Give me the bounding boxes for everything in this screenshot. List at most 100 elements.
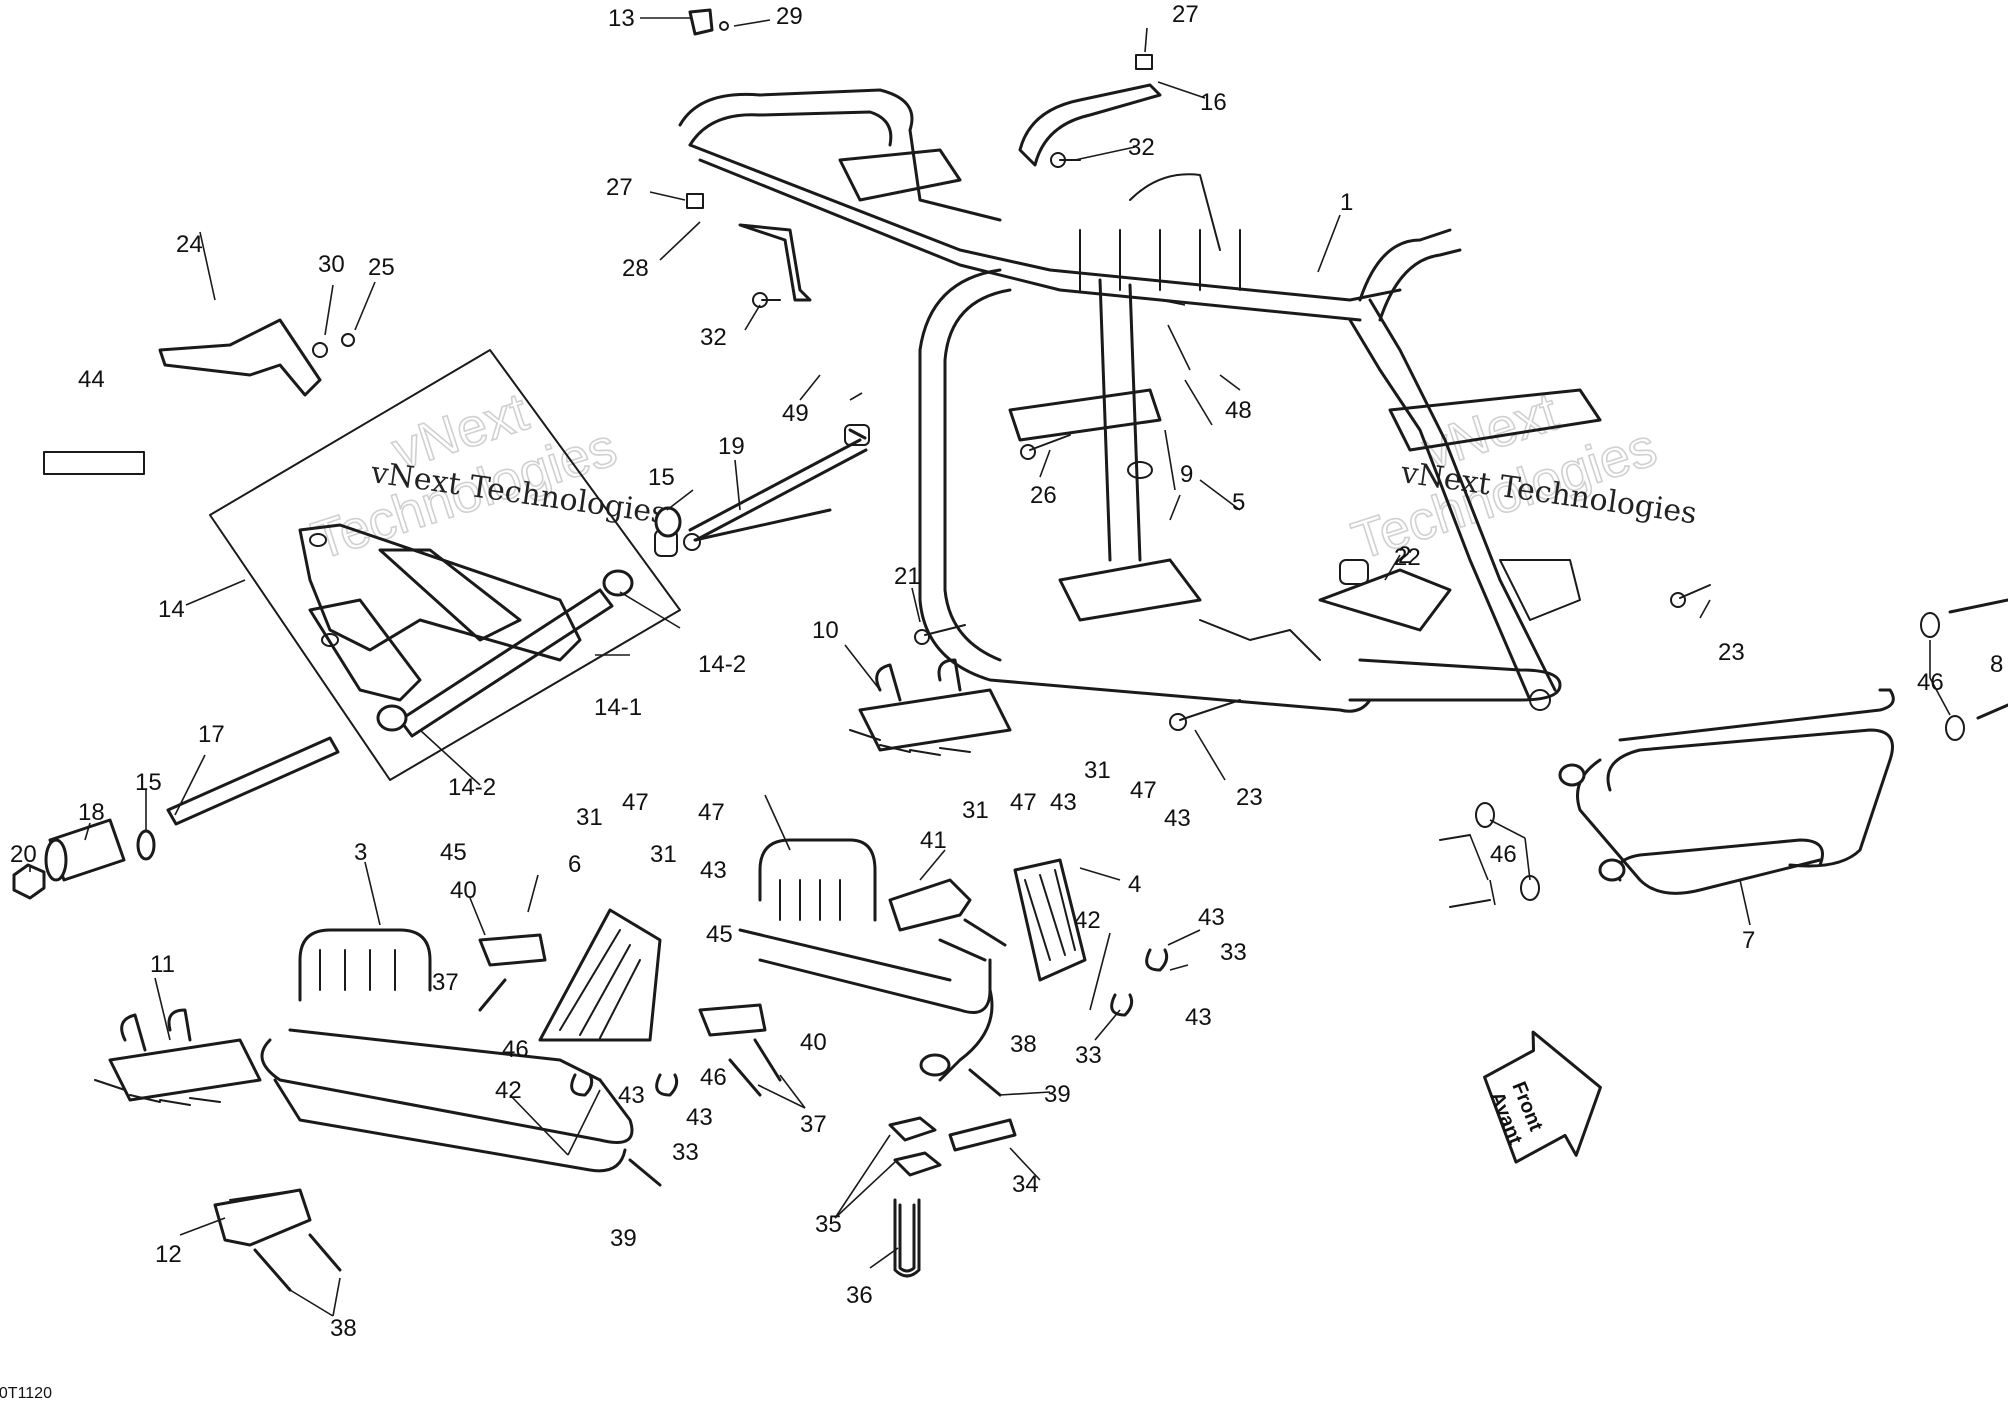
- nerf-bar-2: [738, 838, 994, 1082]
- callout-11: 11: [150, 951, 175, 978]
- callout-36: 36: [846, 1282, 873, 1309]
- bolt-39-a: [628, 1158, 662, 1187]
- clip-35-upper: [888, 1116, 937, 1142]
- callout-43-c: 43: [700, 857, 727, 884]
- bushing-27-top: [1135, 54, 1153, 70]
- callout-38-b: 38: [330, 1315, 357, 1342]
- callout-14-2-bottom: 14-2: [448, 774, 496, 801]
- callout-42-a: 42: [1074, 907, 1101, 934]
- callout-21: 21: [894, 563, 921, 590]
- callout-29: 29: [776, 3, 803, 30]
- label-44: [43, 451, 145, 475]
- callout-43-b: 43: [1050, 789, 1077, 816]
- callout-7: 7: [1742, 927, 1755, 954]
- callout-23-right: 23: [1718, 639, 1745, 666]
- callout-27-left: 27: [606, 174, 633, 201]
- callout-23-center: 23: [1236, 784, 1263, 811]
- bolt-38-d: [308, 1233, 342, 1272]
- footrest-10: [849, 658, 1012, 756]
- watermark-left: vNext Technologies vNext Technologies: [304, 381, 669, 572]
- callout-12: 12: [155, 1241, 182, 1268]
- callout-16: 16: [1200, 89, 1227, 116]
- callout-46-d: 46: [700, 1064, 727, 1091]
- callout-46-a: 46: [1490, 841, 1517, 868]
- callout-37-b: 37: [800, 1111, 827, 1138]
- callout-25: 25: [368, 254, 395, 281]
- callout-labels: 1 2 3 4 5 6 7 8 9 10 11 12 13 14 14-1 14…: [10, 1, 2003, 1342]
- bracket-40-left: [478, 933, 547, 967]
- callout-6: 6: [568, 851, 581, 878]
- bolt-38-b: [963, 918, 1007, 947]
- footpeg-12: [213, 1188, 312, 1247]
- heel-guard-4: [1013, 858, 1087, 982]
- callout-17: 17: [198, 721, 225, 748]
- nerf-bar-3: [260, 928, 634, 1173]
- pin-36: [893, 1198, 921, 1278]
- callout-14-1: 14-1: [594, 694, 642, 721]
- clip-33-c: [1145, 948, 1169, 972]
- callout-47-c: 47: [1010, 789, 1037, 816]
- callout-28: 28: [622, 255, 649, 282]
- callout-34: 34: [1012, 1171, 1039, 1198]
- callout-15-upper: 15: [648, 464, 675, 491]
- callout-13: 13: [608, 5, 635, 32]
- callout-31-b: 31: [650, 841, 677, 868]
- callout-39-a: 39: [1044, 1081, 1071, 1108]
- callout-46-b: 46: [1917, 669, 1944, 696]
- callout-31-c: 31: [962, 797, 989, 824]
- callout-27-top: 27: [1172, 1, 1199, 28]
- callout-43-d: 43: [1198, 904, 1225, 931]
- swingarm-box: [209, 349, 681, 781]
- callout-48: 48: [1225, 397, 1252, 424]
- tube-17: [166, 736, 340, 826]
- callout-5: 5: [1232, 489, 1245, 516]
- clip-13: [688, 8, 714, 36]
- callout-47-d: 47: [1130, 777, 1157, 804]
- callout-15-lower: 15: [135, 769, 162, 796]
- bracket-40-right: [698, 1003, 767, 1037]
- callout-30: 30: [318, 251, 345, 278]
- callout-47-a: 47: [622, 789, 649, 816]
- callout-40-b: 40: [800, 1029, 827, 1056]
- callout-2: 2: [1398, 542, 1411, 569]
- callout-43-e: 43: [1185, 1004, 1212, 1031]
- callout-4: 4: [1128, 871, 1141, 898]
- callout-33-b: 33: [1220, 939, 1247, 966]
- callout-8: 8: [1990, 651, 2003, 678]
- callout-24: 24: [176, 231, 203, 258]
- leader-lines: [29, 17, 1951, 1317]
- callout-33-a: 33: [672, 1139, 699, 1166]
- clip-33-b: [655, 1073, 679, 1097]
- bolt-25: [341, 333, 355, 347]
- callout-31-d: 31: [1084, 757, 1111, 784]
- callout-31-a: 31: [576, 804, 603, 831]
- bolt-37-b: [728, 1058, 762, 1097]
- bushing-27-left: [686, 193, 704, 209]
- bracket-24: [158, 318, 322, 397]
- callout-26: 26: [1030, 482, 1057, 509]
- callout-49: 49: [782, 400, 809, 427]
- footrest-11: [94, 1008, 262, 1106]
- callout-14-2-right: 14-2: [698, 651, 746, 678]
- callout-37-a: 37: [432, 969, 459, 996]
- callout-38-a: 38: [1010, 1031, 1037, 1058]
- clip-33-a: [570, 1073, 594, 1097]
- clip-33-d: [1110, 993, 1134, 1017]
- callout-10: 10: [812, 617, 839, 644]
- callout-19: 19: [718, 433, 745, 460]
- callout-3: 3: [354, 839, 367, 866]
- callout-46-c: 46: [502, 1036, 529, 1063]
- front-arrow: Front Avant: [1483, 1030, 1602, 1164]
- callout-43-g: 43: [686, 1104, 713, 1131]
- strap-16: [1018, 83, 1162, 167]
- screw-29: [719, 21, 729, 31]
- bolt-38-a: [938, 938, 987, 962]
- diagram-code: 30T1120: [0, 1385, 52, 1401]
- rear-bumper-7: [1558, 688, 1895, 895]
- callout-35: 35: [815, 1211, 842, 1238]
- callout-33-c: 33: [1075, 1042, 1102, 1069]
- callout-22: 22: [1394, 544, 1421, 571]
- sleeve-34: [948, 1118, 1017, 1152]
- callout-43-a: 43: [1164, 805, 1191, 832]
- washer-15-upper: [654, 506, 682, 538]
